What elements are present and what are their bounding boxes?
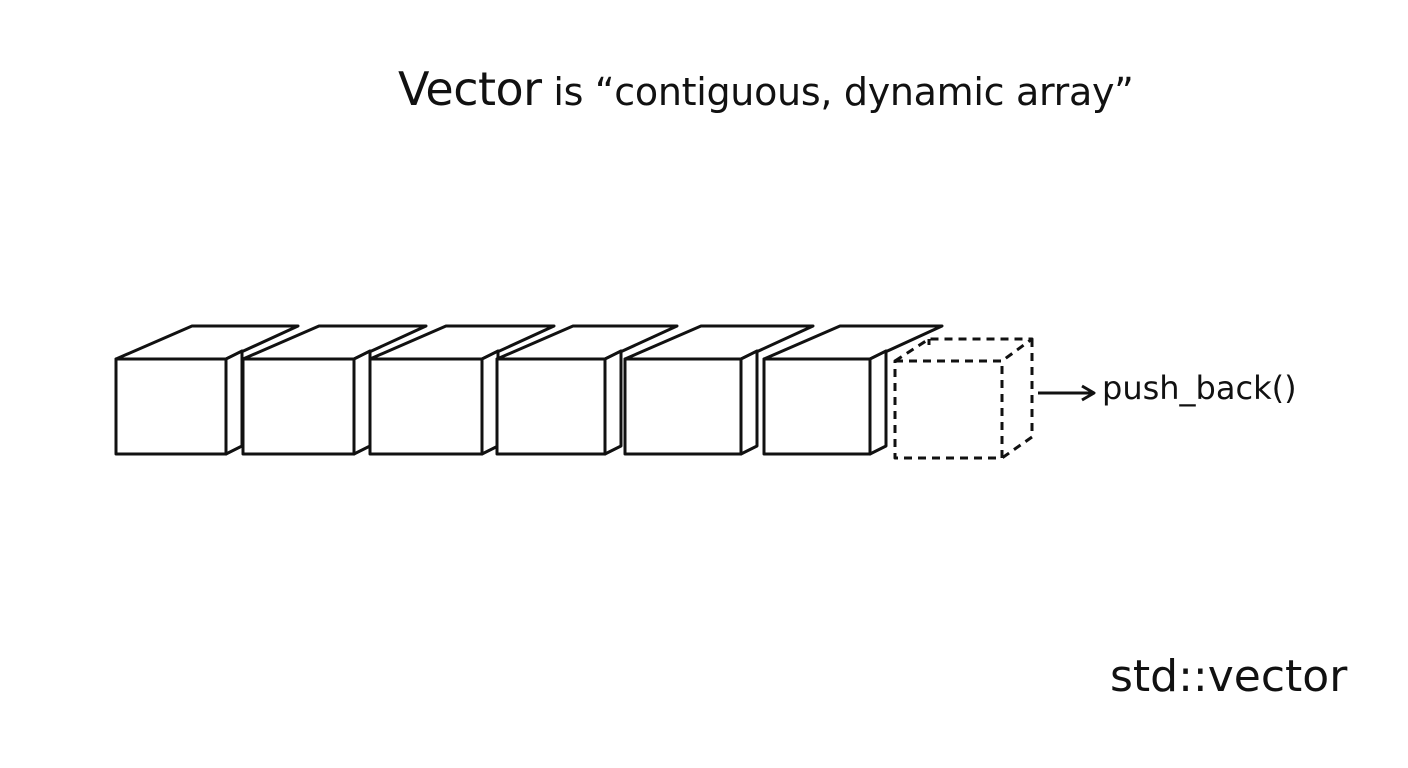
element-side-face <box>739 349 759 456</box>
diagram-title: Vector is “contiguous, dynamic array” <box>398 66 1134 112</box>
pending-top-face <box>894 337 1034 363</box>
element-side-face <box>868 349 888 456</box>
pending-front-face <box>893 359 1004 460</box>
element-front-face <box>623 357 743 456</box>
pending-vector-element <box>893 337 1034 460</box>
std-vector-label: std::vector <box>1110 651 1348 702</box>
vector-element <box>114 324 300 456</box>
element-side-face <box>352 349 372 456</box>
vector-element <box>368 324 556 456</box>
element-side-face <box>603 349 623 456</box>
element-front-face <box>241 357 356 456</box>
element-front-face <box>114 357 228 456</box>
element-front-face <box>495 357 607 456</box>
element-front-face <box>762 357 872 456</box>
arrow-right-icon <box>1038 384 1096 402</box>
title-keyword: Vector <box>398 62 542 116</box>
pending-side-face <box>1001 339 1034 460</box>
element-front-face <box>368 357 484 456</box>
vector-element <box>762 324 944 456</box>
arrow-head <box>1081 384 1096 402</box>
push-back-label: push_back() <box>1102 369 1297 407</box>
vector-element <box>495 324 679 456</box>
element-side-face <box>224 349 244 456</box>
vector-element <box>241 324 428 456</box>
vector-element <box>623 324 815 456</box>
title-description: is “contiguous, dynamic array” <box>541 70 1134 114</box>
